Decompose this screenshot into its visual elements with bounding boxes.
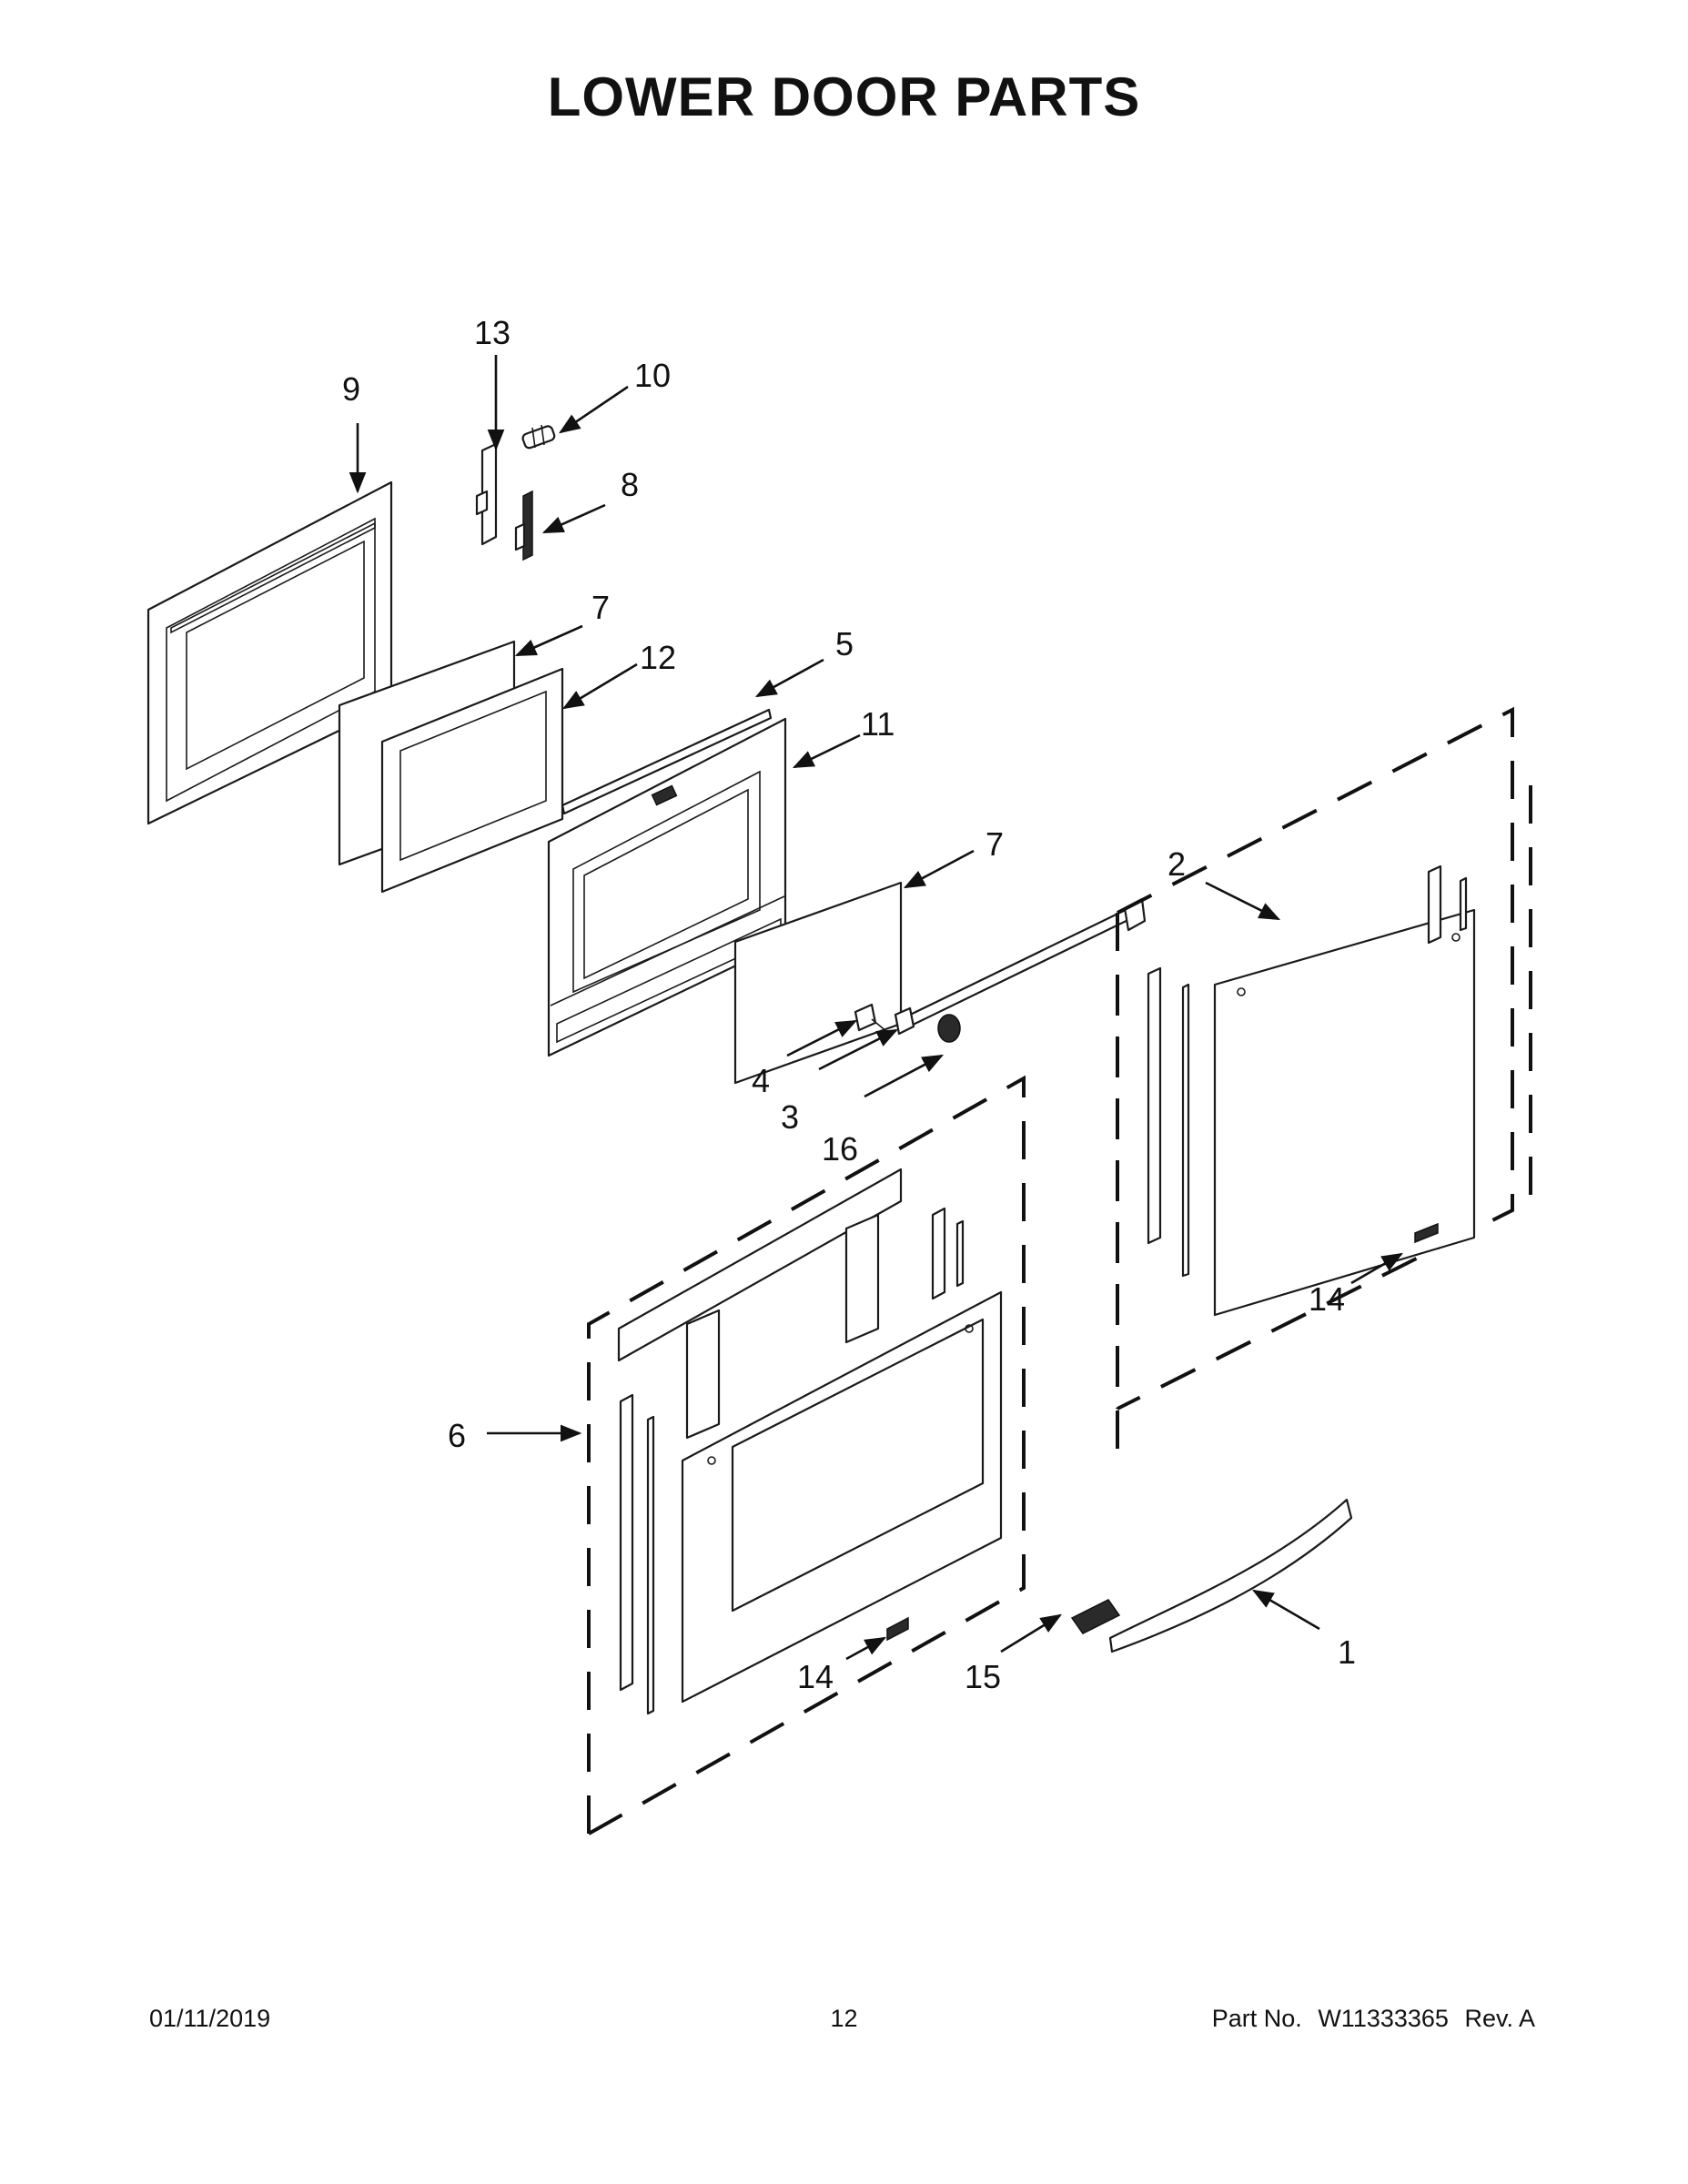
callout-13: 13 (474, 314, 510, 351)
callout-16: 16 (822, 1130, 858, 1168)
callout-1: 1 (1338, 1633, 1356, 1671)
footer-revision: Rev. A (1464, 2005, 1535, 2032)
part-3-hinge-rod (894, 897, 1147, 1036)
part-1-handle (1108, 1498, 1353, 1653)
part-15-handle-end-cap (1070, 1599, 1121, 1634)
callout-15: 15 (965, 1658, 1001, 1695)
footer-date: 01/11/2019 (149, 2005, 271, 2032)
part-5-trim-strip (561, 708, 773, 815)
callout-3: 3 (781, 1098, 799, 1136)
leader-lines (349, 355, 1404, 1661)
part-8-hinge-receptacle (514, 490, 533, 561)
callout-11: 11 (861, 705, 895, 743)
footer-part-label: Part No. (1211, 2005, 1302, 2032)
callout-9: 9 (342, 370, 360, 408)
callout-2: 2 (1167, 845, 1186, 883)
part-6-front-door-assembly (587, 1075, 1026, 1835)
callout-12: 12 (640, 639, 676, 676)
callout-5: 5 (835, 625, 854, 662)
callout-7-upper: 7 (591, 589, 610, 626)
part-16-washer (937, 1014, 961, 1043)
footer-part-info: Part No. W11333365 Rev. A (1203, 2005, 1535, 2033)
page-title: LOWER DOOR PARTS (547, 66, 1141, 127)
part-11-inner-door-frame (547, 717, 787, 1057)
part-2-outer-door-assembly (1116, 706, 1532, 1449)
part-12-glass-gasket (380, 667, 564, 894)
callout-10: 10 (634, 357, 671, 394)
callout-6: 6 (448, 1417, 466, 1454)
footer-part-number: W11333365 (1318, 2005, 1449, 2032)
part-10-spacer (521, 424, 556, 450)
callout-8: 8 (621, 466, 639, 503)
part-13-bracket (475, 442, 498, 546)
callout-14-left: 14 (797, 1658, 834, 1695)
callout-4: 4 (752, 1062, 770, 1099)
callout-7-lower: 7 (986, 825, 1004, 863)
callout-labels: 9 13 10 8 7 12 5 11 7 2 4 3 16 6 14 14 1… (342, 314, 1356, 1695)
footer-page-number: 12 (830, 2005, 858, 2032)
part-4-screw (854, 1003, 888, 1033)
callout-14-right: 14 (1309, 1280, 1345, 1318)
